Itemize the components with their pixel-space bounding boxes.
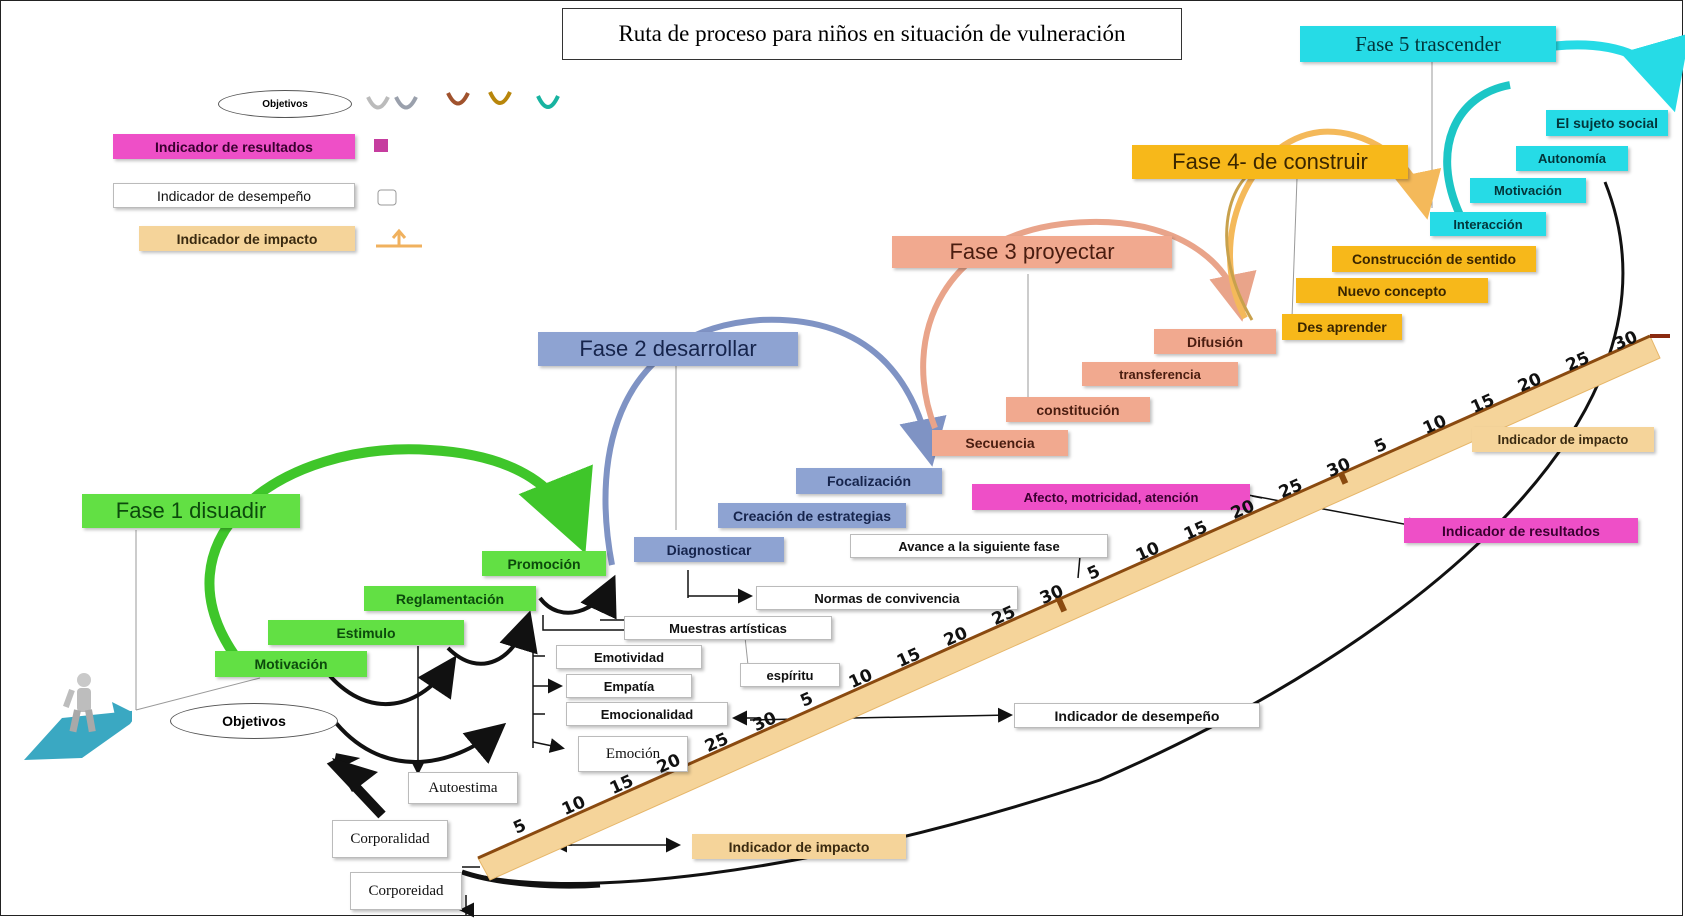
step-secuencia: Secuencia — [932, 430, 1068, 456]
step-promocion: Promoción — [482, 551, 606, 576]
step-transferencia: transferencia — [1082, 362, 1238, 386]
branch-autoestima: Autoestima — [408, 772, 518, 804]
legend-objetivos: Objetivos — [218, 90, 352, 118]
branch-emotividad: Emotividad — [556, 645, 702, 669]
fase2-arrow — [602, 316, 947, 566]
branch-empatia: Empatía — [566, 674, 692, 698]
return-loop-end — [461, 869, 601, 889]
phase-header-fase5: Fase 5 trascender — [1300, 26, 1556, 62]
legend-indicador-impacto: Indicador de impacto — [139, 226, 355, 251]
branch-avance-siguiente-fase: Avance a la siguiente fase — [850, 534, 1108, 558]
step-focalizacion: Focalización — [796, 468, 942, 494]
fase5-top-arrow — [1554, 33, 1685, 113]
fase3-arrow — [920, 218, 1257, 430]
step-reglamentacion: Reglamentación — [364, 586, 536, 611]
step-construccion-sentido: Construcción de sentido — [1332, 246, 1536, 272]
step-motivacion-fase5: Motivación — [1470, 178, 1586, 203]
step-constitucion: constitución — [1006, 397, 1150, 422]
fase5-arrow — [1443, 81, 1511, 217]
step-interaccion: Interacción — [1430, 212, 1546, 236]
phase-header-fase4: Fase 4- de construir — [1132, 145, 1408, 179]
indicador-impacto-bottom: Indicador de impacto — [692, 834, 906, 859]
indicador-resultados-right: Indicador de resultados — [1404, 518, 1638, 543]
step-difusion: Difusión — [1154, 329, 1276, 354]
step-creacion-estrategias: Creación de estrategias — [718, 503, 906, 528]
branch-emocion: Emoción — [578, 736, 688, 772]
step-diagnosticar: Diagnosticar — [634, 537, 784, 562]
leader-lines — [135, 58, 1433, 711]
legend-indicador-resultados: Indicador de resultados — [113, 134, 355, 159]
resultados-swatch-icon — [374, 139, 388, 152]
branch-normas-convivencia: Normas de convivencia — [756, 586, 1018, 610]
phase-header-fase2: Fase 2 desarrollar — [538, 332, 798, 366]
indicador-impacto-right: Indicador de impacto — [1472, 427, 1654, 452]
phase-header-fase1: Fase 1 disuadir — [82, 494, 300, 528]
legend-indicador-desempeno: Indicador de desempeño — [113, 183, 355, 208]
fase1-arrow — [204, 444, 593, 663]
indicador-desempeno-mid: Indicador de desempeño — [1014, 703, 1260, 728]
impacto-legend-icon — [376, 228, 422, 248]
objetivos-ellipse: Objetivos — [170, 703, 338, 739]
branch-corporalidad: Corporalidad — [332, 820, 448, 858]
diagram-title: Ruta de proceso para niños en situación … — [562, 8, 1182, 60]
desempeno-swatch-icon — [377, 189, 397, 206]
step-des-aprender: Des aprender — [1282, 314, 1402, 340]
branch-emocionalidad: Emocionalidad — [566, 702, 728, 726]
step-nuevo-concepto: Nuevo concepto — [1296, 278, 1488, 303]
step-estimulo: Estimulo — [268, 620, 464, 645]
big-arrowhead-icon — [332, 758, 378, 792]
phase-header-fase3: Fase 3 proyectar — [892, 236, 1172, 268]
step-autonomia: Autonomía — [1516, 146, 1628, 171]
objetivos-legend-icon — [366, 91, 560, 110]
person-on-arrow-icon — [24, 673, 132, 760]
branch-muestras-artisticas: Muestras artísticas — [624, 616, 832, 640]
branch-espiritu: espíritu — [740, 663, 840, 687]
step-motivacion: Motivación — [215, 651, 367, 677]
indicador-resultados-afecto: Afecto, motricidad, atención — [972, 484, 1250, 510]
branch-corporeidad: Corporeidad — [350, 872, 462, 910]
step-sujeto-social: El sujeto social — [1546, 110, 1668, 136]
